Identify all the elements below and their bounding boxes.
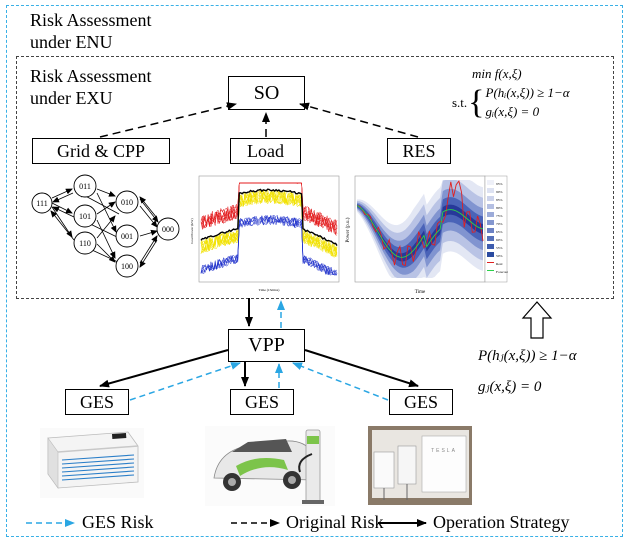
legend-ges-risk: GES Risk [82, 512, 154, 532]
vpp-constraints: P(hⱼ(x,ξ)) ≥ 1−α gⱼ(x,ξ) = 0 [478, 346, 577, 396]
so-label: SO [253, 81, 280, 104]
legend-operation-strategy: Operation Strategy [433, 512, 570, 532]
res-legend-label: 55% [496, 246, 503, 250]
res-legend-swatch [487, 262, 494, 263]
grid-to-so-arrow [99, 102, 237, 138]
grid-cpp-label: Grid & CPP [56, 140, 146, 161]
res-legend-swatch [487, 204, 494, 209]
ges-box-right: GES [389, 389, 453, 415]
res-legend-swatch [487, 196, 494, 201]
res-box: RES [387, 138, 451, 164]
res-legend-label: 90% [496, 190, 503, 194]
state-110: 110 [79, 239, 91, 248]
res-legend-label: 75% [496, 214, 503, 218]
load-label: Load [247, 140, 284, 161]
res-legend-swatch [487, 212, 494, 217]
exu-title-line1: Risk Assessment [30, 66, 152, 86]
grid-cpp-box: Grid & CPP [32, 138, 170, 164]
home-battery-image: TESLA [368, 426, 472, 505]
optimization-problem: min f(x,ξ) s.t. { P(hᵢ(x,ξ)) ≥ 1−α gᵢ(x,… [452, 66, 612, 120]
state-101: 101 [79, 212, 91, 221]
exu-title-line2: under EXU [30, 88, 113, 108]
objective-function: min f(x,ξ) [472, 66, 522, 81]
vpp-box: VPP [228, 329, 305, 362]
res-legend-label: 70% [496, 222, 503, 226]
res-legend-label: 60% [496, 238, 503, 242]
res-chart-ylabel: Power (p.u.) [346, 217, 351, 242]
vpp-chance-constraint: P(hⱼ(x,ξ)) ≥ 1−α [478, 348, 577, 364]
legend-original-risk: Original Risk [286, 512, 384, 532]
hollow-up-arrow [521, 301, 553, 339]
load-box: Load [230, 138, 301, 164]
state-111: 111 [36, 199, 47, 208]
enu-title-line1: Risk Assessment [30, 10, 152, 30]
load-scenario-line [200, 215, 338, 276]
state-001: 001 [121, 232, 133, 241]
res-legend-label: 85% [496, 198, 503, 202]
res-legend-swatch [487, 220, 494, 225]
ges-box-center: GES [230, 389, 294, 415]
markov-state-network: 011 101 111 110 010 001 000 100 [31, 174, 180, 278]
load-scenario-line [200, 182, 338, 235]
enu-title-line2: under ENU [30, 32, 113, 52]
res-legend-label: 95% [496, 182, 503, 186]
res-legend-label: 80% [496, 206, 503, 210]
res-forecast-chart: Power (p.u.) Time 95% 90% 85% 80% 75% 70% 65% 6… [346, 175, 508, 295]
ges-left-risk-arrow [129, 362, 241, 401]
enu-assessment-frame [6, 5, 623, 537]
ev-charging-image [205, 426, 335, 506]
res-legend-label: 50% [496, 254, 503, 258]
res-legend-swatch [487, 188, 494, 193]
ges-right-risk-arrow [292, 362, 389, 401]
load-chart-xlabel: Time (15mins) [259, 288, 281, 292]
state-011: 011 [79, 182, 91, 191]
res-legend-swatch [487, 252, 494, 257]
exu-assessment-frame [16, 56, 614, 299]
vpp-label: VPP [248, 334, 285, 356]
res-legend-label: Real [496, 262, 502, 266]
res-chart-xlabel: Time [415, 290, 426, 295]
ges-box-left: GES [65, 389, 129, 415]
original-risk-arrows [99, 102, 419, 138]
res-legend-swatch [487, 270, 494, 271]
vpp-equality-constraint: gⱼ(x,ξ) = 0 [478, 379, 542, 395]
res-legend-label: 65% [496, 230, 503, 234]
air-conditioner-image [40, 428, 144, 498]
res-legend-swatch [487, 244, 494, 249]
ges-label-left: GES [79, 391, 114, 412]
res-legend-swatch [487, 228, 494, 233]
load-scenario-line [200, 216, 338, 276]
load-scenario-chart: Load Power (kW) Time (15mins) [190, 175, 340, 292]
constraint-brace: { [468, 83, 485, 121]
state-100: 100 [121, 262, 133, 271]
load-chart-ylabel: Load Power (kW) [190, 218, 194, 244]
load-scenario-line [200, 188, 338, 246]
subject-to-label: s.t. [452, 94, 468, 110]
equality-constraint: gᵢ(x,ξ) = 0 [485, 104, 540, 119]
vpp-to-ges-left-arrow [99, 349, 229, 388]
so-box: SO [228, 76, 305, 110]
res-to-so-arrow [299, 102, 419, 138]
res-legend-swatch [487, 180, 494, 185]
res-legend-swatch [487, 236, 494, 241]
ges-label-center: GES [244, 391, 279, 412]
ges-label-right: GES [403, 391, 438, 412]
state-000: 000 [162, 225, 174, 234]
load-scenario-line [200, 191, 338, 257]
enu-title: Risk Assessment under ENU [30, 9, 152, 53]
exu-title: Risk Assessment under EXU [30, 65, 152, 109]
res-label: RES [402, 140, 436, 161]
state-010: 010 [121, 198, 133, 207]
res-legend-label: Forecast [496, 270, 508, 274]
battery-brand-mark: TESLA [431, 448, 457, 454]
chance-constraint: P(hᵢ(x,ξ)) ≥ 1−α [485, 85, 570, 100]
vpp-to-ges-right-arrow [304, 349, 419, 388]
vpp-ges-arrows [99, 349, 419, 401]
